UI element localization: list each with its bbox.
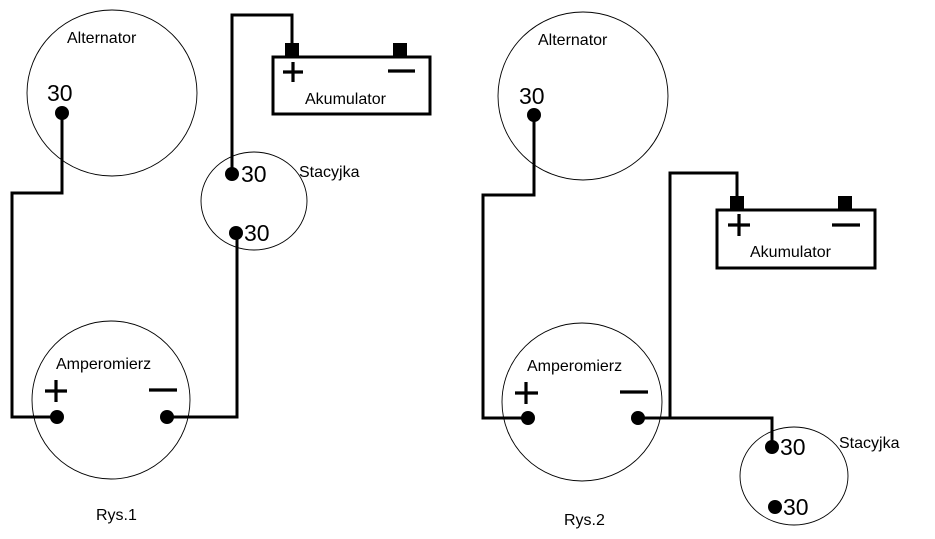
ignition-switch-outline xyxy=(200,151,308,251)
wire-alternator-to-ammeter-plus xyxy=(10,111,64,419)
wire-ignition-to-battery-plus xyxy=(230,13,294,176)
ignition-terminal-bottom-label: 30 xyxy=(783,494,809,520)
ammeter: Amperomierz xyxy=(31,320,191,480)
ignition-switch-outline xyxy=(739,426,849,526)
battery: Akumulator xyxy=(715,196,877,270)
ignition-switch: Stacyjka 30 30 xyxy=(200,151,360,251)
battery-positive-post xyxy=(730,196,744,210)
wire-alternator-to-ammeter-plus xyxy=(481,113,536,420)
battery-positive-post xyxy=(285,43,299,57)
ignition-switch-label: Stacyjka xyxy=(839,435,900,452)
battery-negative-post xyxy=(393,43,407,57)
alternator-terminal-label: 30 xyxy=(47,80,73,106)
battery: Akumulator xyxy=(271,43,432,116)
figure-caption: Rys.2 xyxy=(564,512,605,529)
battery-label: Akumulator xyxy=(305,91,387,108)
ignition-switch-label: Stacyjka xyxy=(299,164,360,181)
wire-ammeter-minus-to-ignition xyxy=(165,231,239,419)
figure-caption: Rys.1 xyxy=(96,507,137,524)
ammeter-outline xyxy=(501,322,663,482)
ammeter: Amperomierz xyxy=(501,322,663,482)
ammeter-label: Amperomierz xyxy=(527,358,622,375)
ignition-terminal-top-label: 30 xyxy=(780,434,806,460)
ammeter-outline xyxy=(31,320,191,480)
ignition-switch: Stacyjka 30 30 xyxy=(739,426,900,526)
battery-label: Akumulator xyxy=(750,244,832,261)
alternator-terminal-label: 30 xyxy=(519,83,545,109)
alternator-outline xyxy=(497,11,669,181)
alternator-label: Alternator xyxy=(538,32,608,49)
alternator-outline xyxy=(26,9,198,177)
battery-body xyxy=(715,208,877,270)
figure-2: Alternator 30 Akumulator Amperomierz xyxy=(481,11,900,529)
figure-1: Alternator 30 Akumulator Stacyjka 30 30 xyxy=(10,9,432,524)
alternator: Alternator 30 xyxy=(26,9,198,177)
ignition-terminal-top-label: 30 xyxy=(241,161,267,187)
wire-ammeter-minus-to-battery-plus xyxy=(668,171,739,420)
ignition-terminal-bottom-label: 30 xyxy=(244,220,270,246)
battery-negative-post xyxy=(838,196,852,210)
wire-ammeter-minus-to-ignition xyxy=(636,416,774,449)
battery-body xyxy=(271,55,432,116)
ignition-terminal-bottom-dot xyxy=(768,500,782,514)
alternator-label: Alternator xyxy=(67,30,137,47)
ammeter-label: Amperomierz xyxy=(56,356,151,373)
alternator: Alternator 30 xyxy=(497,11,669,181)
